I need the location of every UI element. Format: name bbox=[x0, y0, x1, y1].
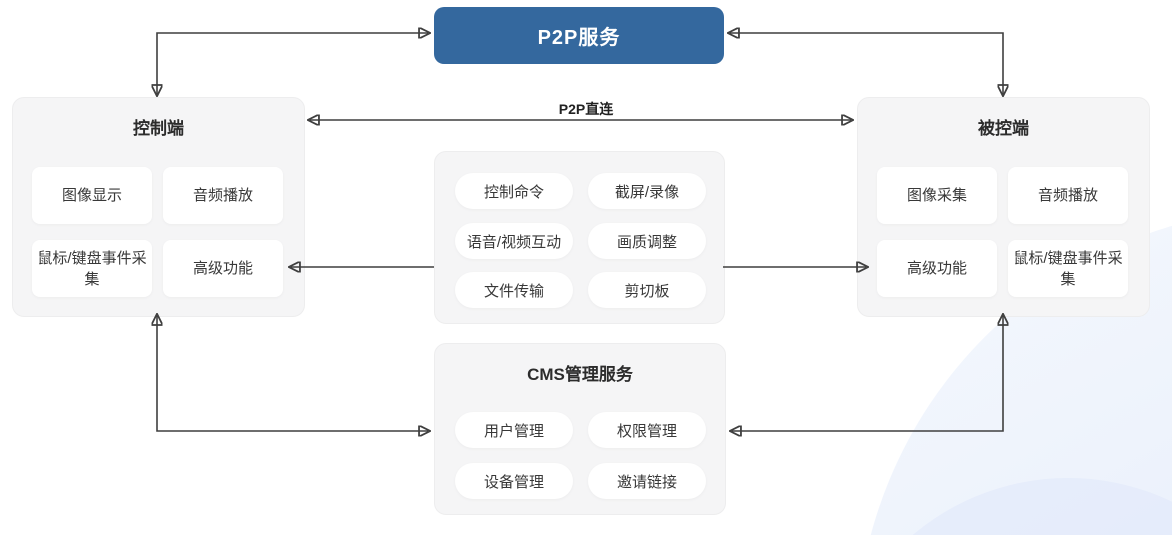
card-image-display: 图像显示 bbox=[32, 167, 152, 224]
pill-quality-adjustment: 画质调整 bbox=[588, 223, 706, 259]
pill-file-transfer: 文件传输 bbox=[455, 272, 573, 308]
card-audio-playback: 音频播放 bbox=[163, 167, 283, 224]
cms-service-panel: CMS管理服务 用户管理 权限管理 设备管理 邀请链接 bbox=[434, 343, 726, 515]
p2p-direct-label: P2P直连 bbox=[558, 101, 614, 117]
controlled-title: 被控端 bbox=[978, 119, 1029, 138]
controller-title: 控制端 bbox=[133, 119, 184, 138]
controlled-panel: 被控端 图像采集 音频播放 高级功能 鼠标/键盘事件采集 bbox=[857, 97, 1150, 317]
pill-device-management: 设备管理 bbox=[455, 463, 573, 499]
pill-voice-video-interaction: 语音/视频互动 bbox=[455, 223, 573, 259]
session-features-panel: 控制命令 截屏/录像 语音/视频互动 画质调整 文件传输 剪切板 bbox=[434, 151, 725, 324]
pill-invite-link: 邀请链接 bbox=[588, 463, 706, 499]
card-advanced-features: 高级功能 bbox=[877, 240, 997, 297]
pill-screenshot-recording: 截屏/录像 bbox=[588, 173, 706, 209]
card-audio-playback: 音频播放 bbox=[1008, 167, 1128, 224]
card-image-capture: 图像采集 bbox=[877, 167, 997, 224]
cms-title: CMS管理服务 bbox=[527, 365, 633, 384]
p2p-service-node: P2P服务 bbox=[434, 7, 724, 64]
connector-controlled-p2p-service bbox=[730, 33, 1003, 94]
pill-control-commands: 控制命令 bbox=[455, 173, 573, 209]
pill-permission-management: 权限管理 bbox=[588, 412, 706, 448]
card-mouse-keyboard-capture: 鼠标/键盘事件采集 bbox=[32, 240, 152, 297]
connector-controller-cms bbox=[157, 316, 428, 431]
connector-controller-p2p-service bbox=[157, 33, 428, 94]
p2p-service-label: P2P服务 bbox=[537, 27, 621, 49]
controller-panel: 控制端 图像显示 音频播放 鼠标/键盘事件采集 高级功能 bbox=[12, 97, 305, 317]
card-mouse-keyboard-capture: 鼠标/键盘事件采集 bbox=[1008, 240, 1128, 297]
pill-clipboard: 剪切板 bbox=[588, 272, 706, 308]
card-advanced-features: 高级功能 bbox=[163, 240, 283, 297]
pill-user-management: 用户管理 bbox=[455, 412, 573, 448]
